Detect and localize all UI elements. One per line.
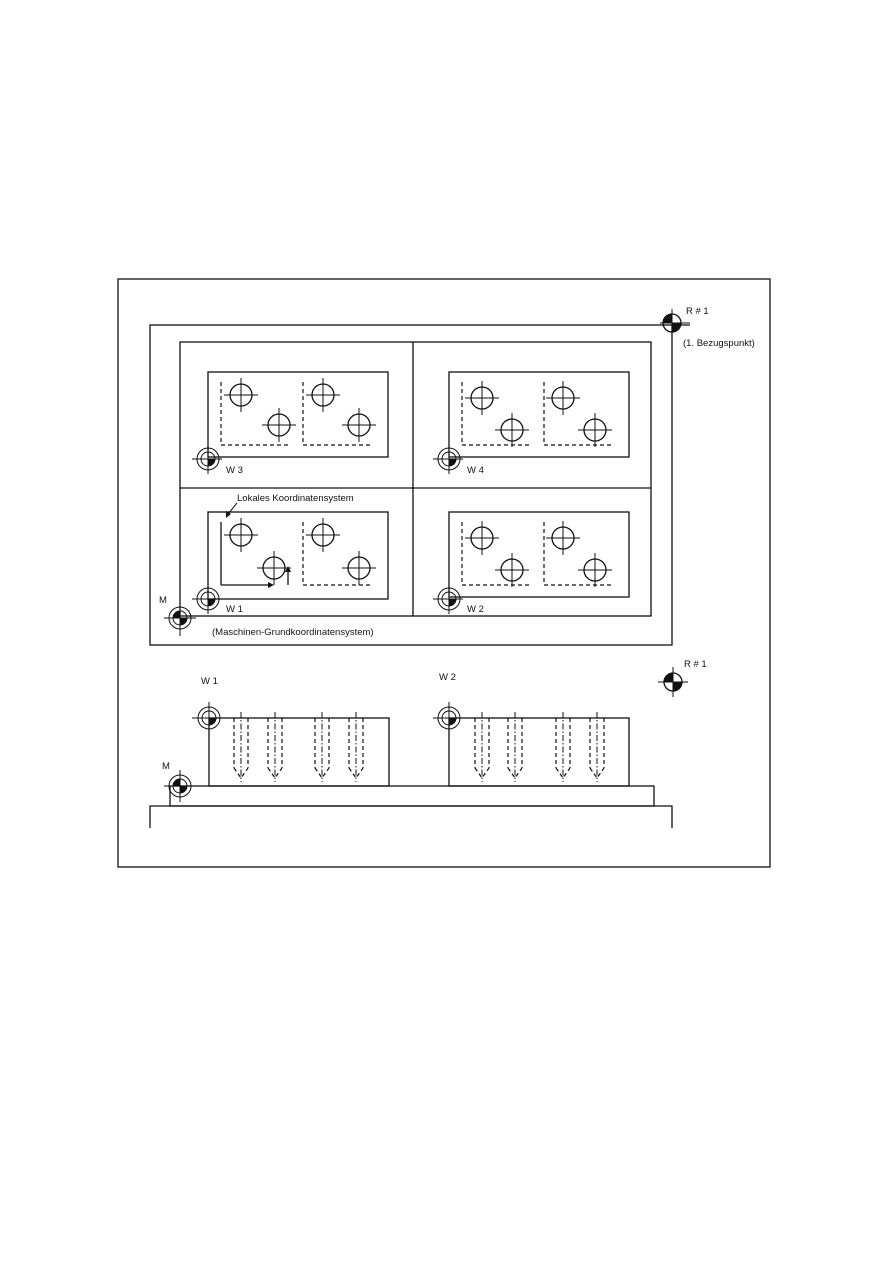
machine-table-top	[149, 324, 673, 646]
w1-label: W 1	[226, 604, 243, 615]
machine-coord-label: (Maschinen-Grundkoordinatensystem)	[212, 627, 374, 638]
machine-zero-symbol	[164, 602, 196, 636]
fixture-plate	[179, 341, 652, 617]
workpiece-w3	[207, 371, 389, 458]
ref-point-note: (1. Bezugspunkt)	[683, 338, 755, 349]
side-machine-origin-label: M	[162, 761, 170, 772]
side-w1-label: W 1	[201, 676, 218, 687]
side-ref-point-label: R # 1	[684, 659, 707, 670]
machine-origin-label: M	[159, 595, 167, 606]
local-coord-leader	[227, 502, 238, 515]
w4-zero-symbol	[433, 444, 463, 474]
w3-label: W 3	[226, 465, 243, 476]
local-coord-label: Lokales Koordinatensystem	[237, 493, 354, 504]
ref-point-label: R # 1	[686, 306, 709, 317]
w1-zero-symbol	[192, 584, 222, 614]
outer-frame	[117, 278, 771, 868]
workpiece-w4	[448, 371, 630, 458]
reference-point-symbol	[660, 309, 690, 337]
w2-zero-symbol	[433, 584, 463, 614]
side-w2-label: W 2	[439, 672, 456, 683]
side-view	[149, 667, 688, 828]
w4-label: W 4	[467, 465, 484, 476]
workpiece-w1	[207, 511, 389, 600]
w3-zero-symbol	[192, 444, 222, 474]
workpiece-w2	[448, 511, 630, 598]
w2-label: W 2	[467, 604, 484, 615]
